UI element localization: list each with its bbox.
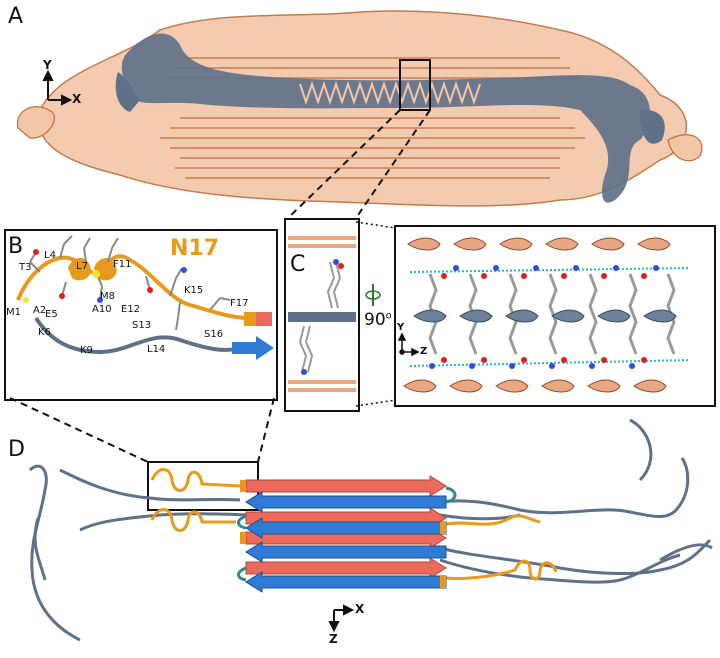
n17-blue-arrow	[232, 336, 274, 360]
panel-c-connectors	[355, 221, 397, 407]
panel-a-letter: A	[8, 4, 24, 29]
residue-label-m8: M8	[100, 291, 115, 302]
panel-a-axes	[42, 69, 73, 106]
panel-a-axis-y-label: Y	[43, 58, 52, 72]
panel-a-axis-x-label: X	[72, 92, 82, 106]
residue-label-k6: K6	[38, 327, 51, 338]
n17-helix-turn-1	[68, 257, 91, 281]
panel-c-rotation-label: 90o	[364, 310, 392, 330]
panel-d-axis-z-label: Z	[329, 632, 338, 646]
residue-label-e12: E12	[121, 304, 141, 315]
residue-label-f11: F11	[113, 259, 132, 270]
residue-label-k15: K15	[184, 285, 204, 296]
panel-b-letter: B	[8, 234, 24, 259]
panel-d-letter: D	[8, 437, 25, 462]
panel-d-helices	[150, 468, 558, 581]
panel-c-top-row	[407, 237, 671, 251]
panel-c-letter: C	[290, 252, 306, 277]
panel-c-core-row	[413, 309, 677, 323]
n17-atoms	[23, 249, 187, 303]
n17-terminal-red	[256, 312, 272, 326]
connector-b-to-d	[9, 397, 275, 463]
residue-label-a2: A2	[33, 305, 47, 316]
residue-label-t3: T3	[19, 262, 32, 273]
panel-d-axes	[328, 604, 355, 633]
residue-label-s13: S13	[132, 320, 152, 331]
residue-label-e5: E5	[45, 309, 58, 320]
n17-terminal-orange	[244, 312, 256, 326]
rotation-icon	[365, 284, 381, 306]
panel-d-disordered-chains	[28, 418, 713, 642]
panel-c-side-sidechains	[298, 261, 342, 373]
panel-c-axes	[397, 332, 420, 357]
fibril-surface	[17, 10, 703, 207]
residue-label-l4: L4	[44, 250, 56, 261]
residue-label-s16: S16	[204, 329, 224, 340]
panel-c-atoms	[429, 265, 659, 369]
fibril-core-band	[115, 33, 665, 203]
panel-b-title: N17	[170, 236, 220, 261]
panel-c-bottom-row	[403, 379, 667, 393]
residue-label-f17: F17	[230, 298, 249, 309]
n17-slate-chain	[34, 316, 241, 355]
residue-label-a10: A10	[92, 304, 112, 315]
panel-d-strand-stack	[237, 475, 457, 593]
residue-label-l14: L14	[147, 344, 166, 355]
panel-c-axis-z-label: Z	[420, 346, 428, 357]
panel-c-side-bars	[288, 236, 356, 392]
residue-label-m1: M1	[6, 307, 21, 318]
residue-label-l7: L7	[76, 261, 88, 272]
panel-d-axis-x-label: X	[355, 602, 365, 616]
fibril-zigzag	[299, 80, 481, 106]
panel-c-axis-y-label: Y	[397, 322, 405, 333]
panel-a-selection-box	[399, 59, 431, 111]
residue-label-k9: K9	[80, 345, 93, 356]
connector-a-to-c	[287, 109, 431, 219]
n17-helix-backbone	[16, 254, 251, 320]
panel-c-side-atoms	[301, 259, 344, 375]
